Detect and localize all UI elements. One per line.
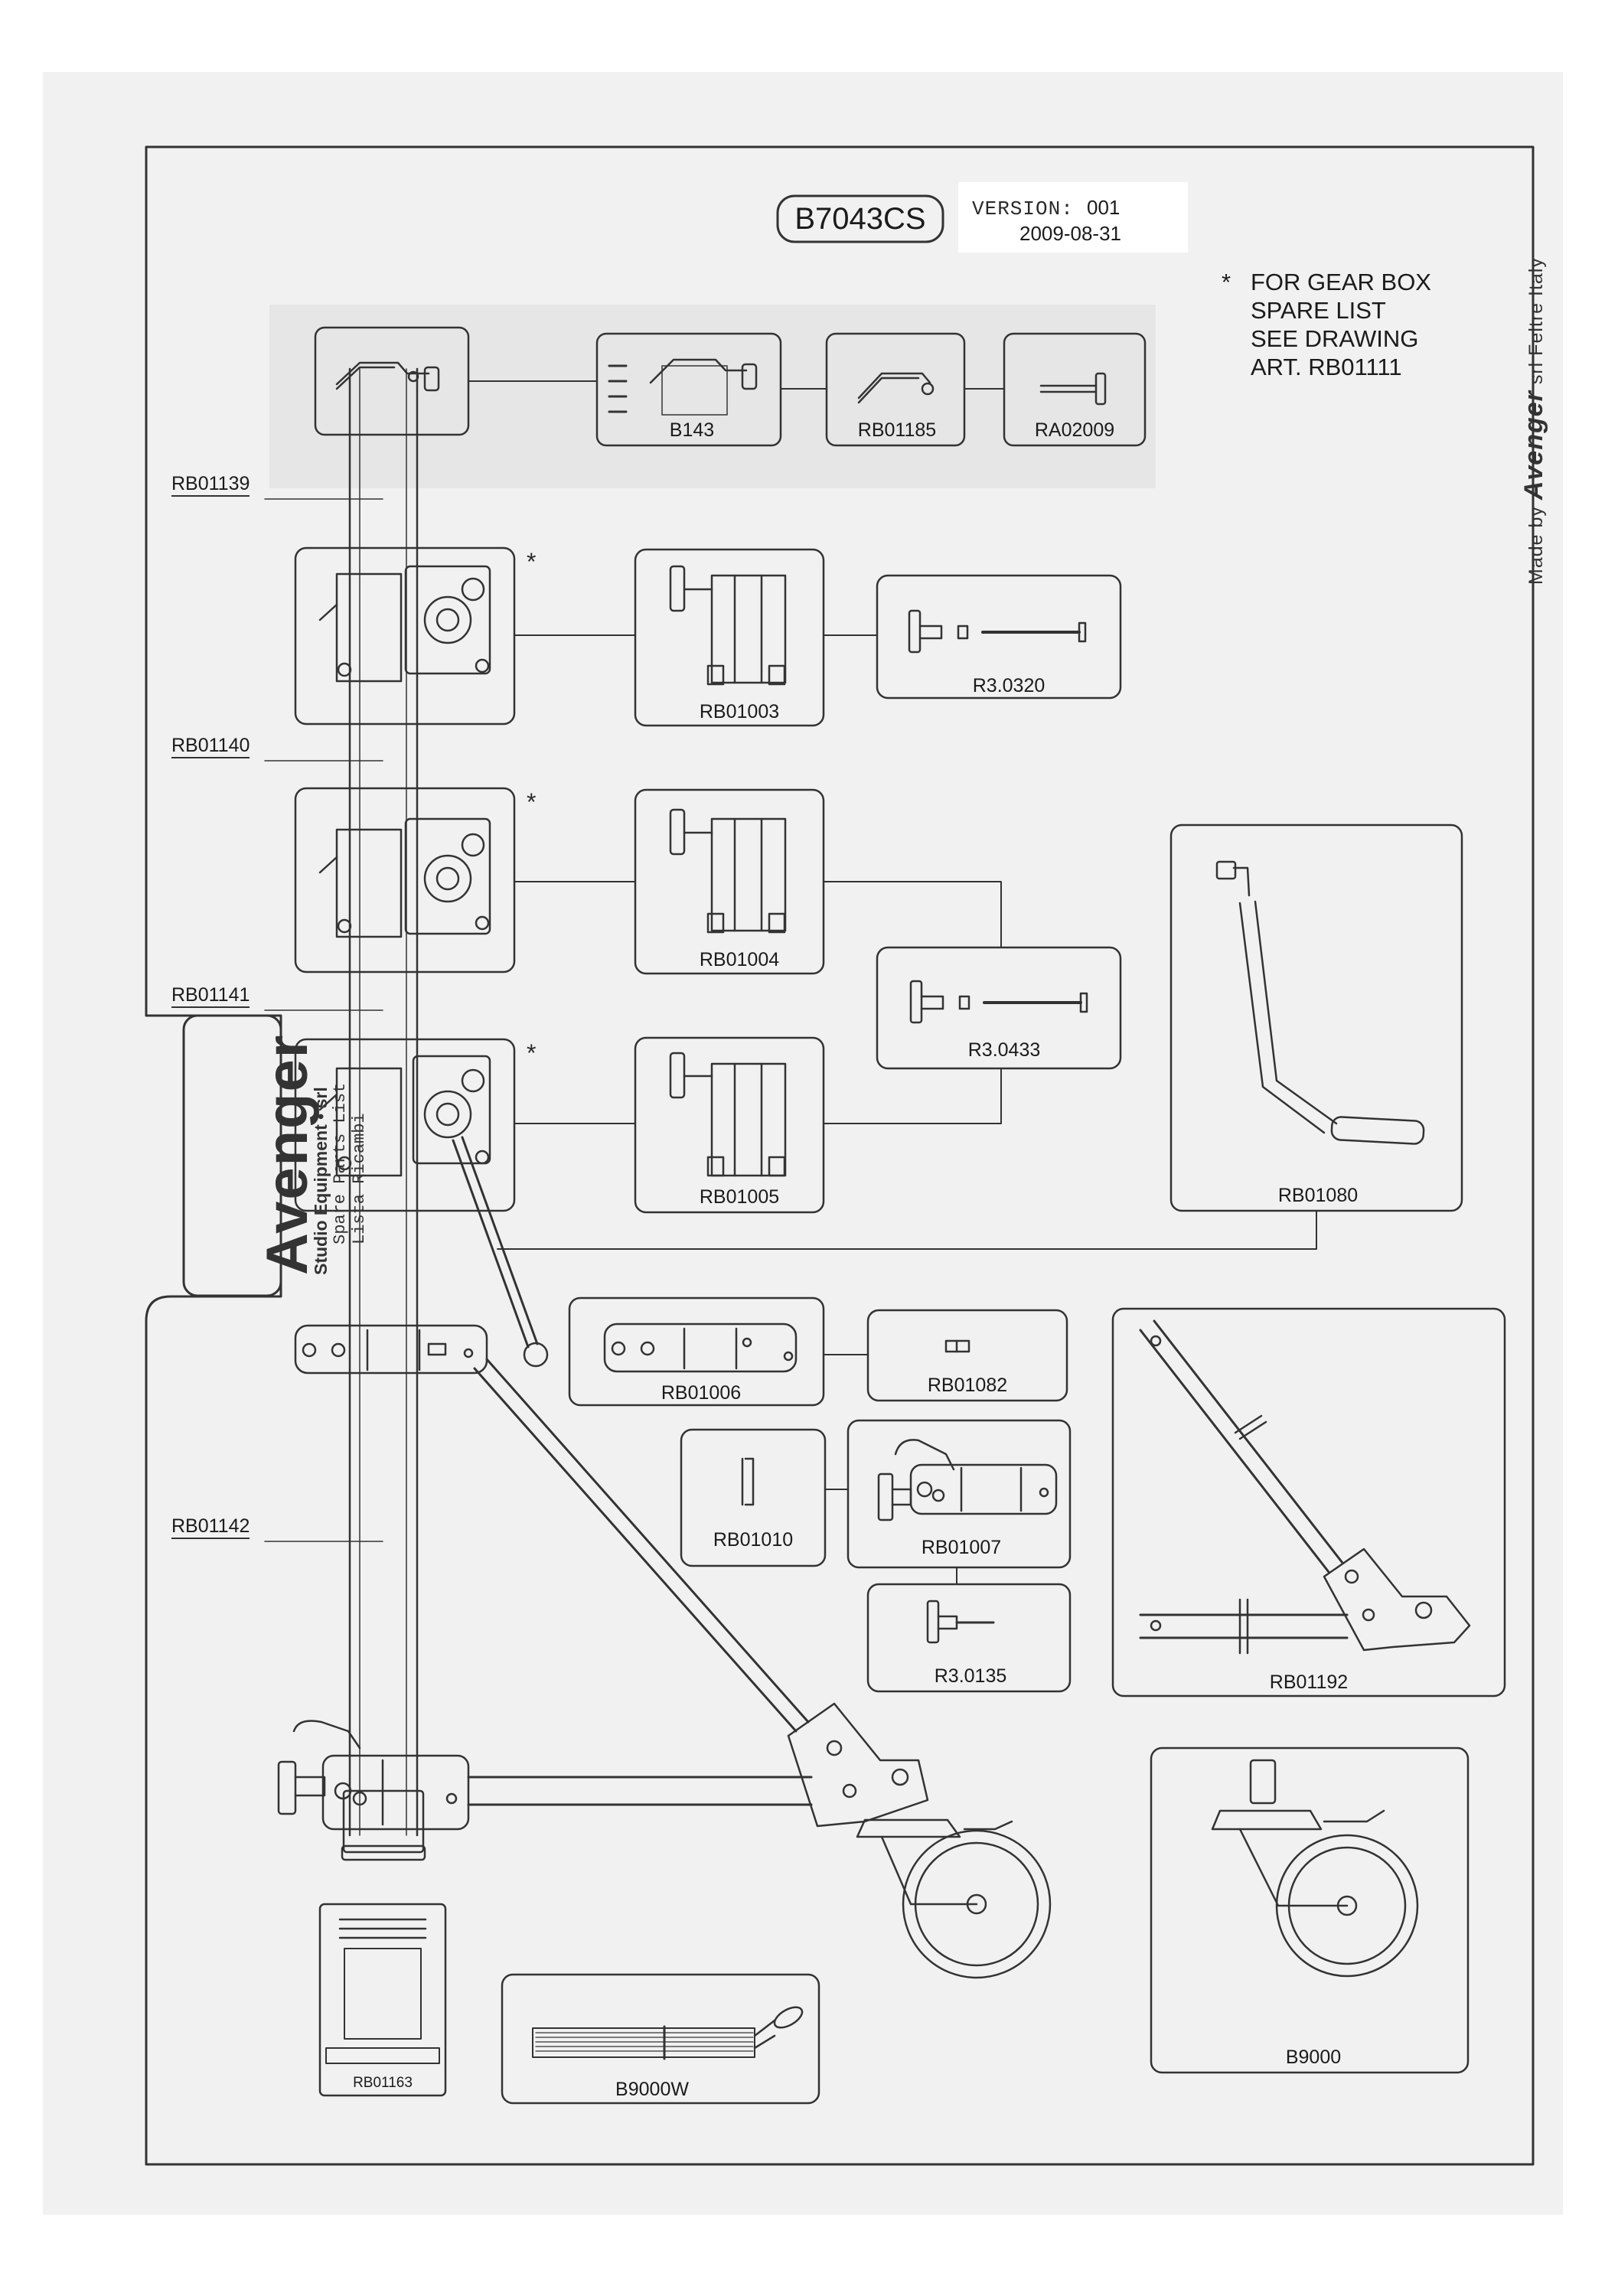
brand-tab: [182, 1014, 282, 1297]
gear-box-icon: [318, 1055, 491, 1177]
part-label-rb01163: RB01163: [353, 2075, 413, 2091]
part-box-r30135: [866, 1583, 1072, 1693]
model-title-box: [776, 194, 944, 243]
part-box-r30433: [876, 946, 1122, 1070]
gear-box-icon: [318, 565, 491, 683]
part-box-rb01004: [634, 788, 825, 975]
part-label-rb01004: RB01004: [699, 949, 780, 970]
lever-icon: [857, 372, 935, 404]
version-panel: [958, 182, 1188, 253]
leg-bracket-icon: [294, 1324, 488, 1375]
credit-prefix: Made by: [1525, 506, 1547, 585]
connector-rb01080: [497, 1210, 1317, 1250]
model-title: B7043CS: [794, 201, 926, 236]
gear-box-icon: [318, 817, 491, 938]
part-label-r30320: R3.0320: [972, 675, 1046, 696]
spec-card-icon: [325, 1918, 440, 2064]
part-box-rb01080: [1169, 823, 1463, 1212]
caster-wheel-icon: [1211, 1759, 1419, 1978]
t-bolt-icon: [926, 1600, 995, 1644]
part-label-rb01003: RB01003: [699, 701, 780, 722]
clamp-bracket-icon: [877, 1439, 1058, 1521]
gearbox-note: * FOR GEAR BOX SPARE LIST SEE DRAWING AR…: [1222, 268, 1431, 381]
note-line: SEE DRAWING: [1251, 325, 1419, 352]
section-label-rb01142: RB01142: [171, 1517, 250, 1539]
part-label-rb01080: RB01080: [1277, 1185, 1359, 1206]
gearbox-asterisk: *: [527, 788, 537, 816]
brand-line-2: Lista Ricambi: [350, 1113, 369, 1244]
part-box-rb01010: [680, 1428, 827, 1567]
horizontal-leg: [467, 1776, 813, 1806]
part-box-rb01003: [634, 548, 825, 727]
part-label-ra02009: RA02009: [1034, 419, 1115, 441]
part-label-b9000: B9000: [1285, 2047, 1342, 2068]
drawing-frame: [145, 145, 1535, 2166]
section-label-rb01139: RB01139: [171, 475, 250, 497]
gearbox-asterisk: *: [527, 1039, 537, 1067]
part-label-rb01082: RB01082: [927, 1375, 1008, 1396]
part-box-rb01163: [318, 1903, 447, 2097]
part-label-r30433: R3.0433: [967, 1039, 1041, 1061]
bracket-pad-icon: [741, 1457, 755, 1506]
part-label-b9000w: B9000W: [615, 2079, 689, 2100]
part-label-rb01192: RB01192: [1269, 1671, 1349, 1693]
part-label-rb01010: RB01010: [713, 1529, 794, 1551]
t-bolt-icon: [909, 980, 1088, 1024]
t-bolt-icon: [908, 609, 1087, 654]
part-label-rb01007: RB01007: [921, 1537, 1002, 1558]
part-label-r30135: R3.0135: [934, 1665, 1007, 1687]
brand-line-1: Spare Parts List: [331, 1082, 350, 1244]
part-box-rb01007: [847, 1419, 1072, 1569]
part-box-rb01005: [634, 1036, 825, 1214]
note-line: FOR GEAR BOX: [1251, 269, 1431, 295]
crank-handle-icon: [452, 1136, 549, 1368]
part-label-b143: B143: [669, 419, 715, 441]
lower-clamp-icon: [277, 1720, 470, 1831]
note-line: ART. RB01111: [1251, 354, 1402, 380]
brand-logo: Avenger Studio Equipment • srl Spare Par…: [255, 1018, 369, 1275]
part-box-rb01192: [1111, 1307, 1506, 1698]
b143-clamp-icon: [608, 358, 758, 416]
clamp-lever-icon: [335, 361, 440, 392]
version-value: 001: [1087, 196, 1121, 219]
crank-handle-icon: [1215, 860, 1425, 1145]
leg-joint-assembly-icon: [1139, 1319, 1471, 1655]
credit-brand: Avenger: [1519, 390, 1548, 501]
part-label-rb01185: RB01185: [857, 419, 937, 441]
t-knob-clamp-icon: [669, 565, 787, 686]
version-label: VERSION:: [972, 197, 1074, 220]
part-label-rb01006: RB01006: [661, 1382, 742, 1404]
part-box-b9000w: [501, 1973, 820, 2105]
credit-suffix: srl Feltre Italy: [1525, 257, 1547, 385]
t-knob-clamp-icon: [669, 1052, 787, 1177]
part-box-rb01006: [568, 1296, 825, 1407]
t-handle-icon: [1039, 372, 1107, 406]
diagonal-leg: [473, 1358, 810, 1733]
pin-icon: [944, 1339, 970, 1353]
note-asterisk: *: [1222, 269, 1231, 295]
note-line: SPARE LIST: [1251, 297, 1386, 324]
gearbox-box-3: [294, 1038, 516, 1212]
gearbox-box-2: [294, 787, 516, 974]
leg-bracket-icon: [603, 1322, 798, 1373]
top-row-strip: [269, 305, 1156, 488]
section-label-rb01140: RB01140: [171, 736, 250, 758]
part-box-ra02009: [1003, 332, 1147, 447]
t-knob-clamp-icon: [669, 808, 787, 934]
part-box-r30320: [876, 574, 1122, 700]
part-box-b9000: [1150, 1746, 1470, 2074]
manufacturer-credit: Made by Avenger srl Feltre Italy: [1519, 257, 1549, 585]
section-label-rb01141: RB01141: [171, 986, 250, 1008]
brand-name: Avenger: [255, 1033, 320, 1275]
gearbox-asterisk: *: [527, 548, 537, 576]
part-label-rb01005: RB01005: [699, 1186, 780, 1208]
caster-wheel-icon: [856, 1818, 1052, 1979]
strap-icon: [532, 2006, 804, 2060]
version-date: 2009-08-31: [1019, 222, 1121, 245]
leg-joint-icon: [787, 1702, 929, 1828]
part-box-rb01082: [866, 1309, 1068, 1402]
